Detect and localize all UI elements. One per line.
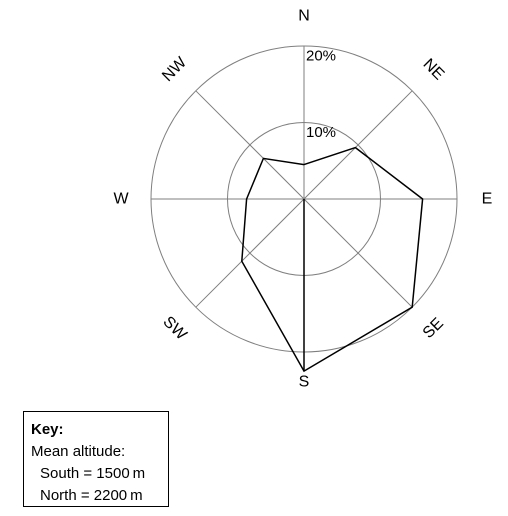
key-north-altitude: North = 2200 m	[40, 487, 143, 504]
ring-label-20: 20%	[306, 48, 336, 65]
direction-label-ne: NE	[420, 56, 448, 84]
series-0-outline	[241, 146, 424, 373]
spoke-nw	[195, 90, 305, 200]
rose-diagram: N NE E SE S SW W NW 10% 20%	[113, 8, 493, 391]
direction-label-n: N	[298, 8, 310, 25]
key-title: Key:	[31, 421, 64, 438]
ring-label-10: 10%	[306, 124, 336, 141]
direction-label-sw: SW	[159, 313, 190, 344]
spoke-se	[303, 198, 413, 308]
key-heading: Mean altitude:	[31, 443, 126, 460]
key-south-altitude: South = 1500 m	[40, 465, 146, 482]
direction-label-e: E	[482, 191, 493, 208]
direction-label-nw: NW	[159, 54, 191, 86]
spoke-sw	[195, 198, 305, 308]
direction-label-se: SE	[420, 315, 447, 342]
direction-label-s: S	[299, 374, 310, 391]
key-box: Key: Mean altitude: South = 1500 m North…	[23, 411, 169, 507]
direction-label-w: W	[113, 191, 129, 208]
spoke-ne	[303, 90, 413, 200]
